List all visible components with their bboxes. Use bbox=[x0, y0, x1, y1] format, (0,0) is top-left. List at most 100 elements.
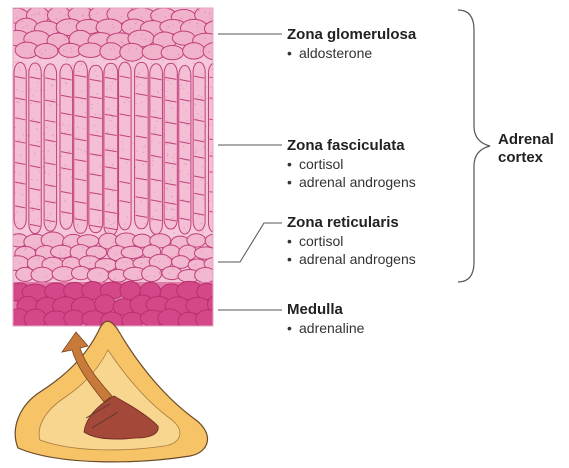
stipple-dot bbox=[27, 135, 28, 136]
stipple-dot bbox=[173, 45, 174, 46]
stipple-dot bbox=[26, 25, 27, 26]
stipple-dot bbox=[71, 51, 72, 52]
fasciculata-column bbox=[60, 64, 73, 229]
stipple-dot bbox=[15, 193, 16, 194]
stipple-dot bbox=[128, 61, 129, 62]
stipple-dot bbox=[172, 157, 173, 158]
adrenal-gland-illustration bbox=[15, 321, 207, 462]
stipple-dot bbox=[54, 30, 55, 31]
stipple-dot bbox=[58, 124, 59, 125]
stipple-dot bbox=[185, 164, 186, 165]
stipple-dot bbox=[207, 149, 208, 150]
stipple-dot bbox=[126, 99, 127, 100]
stipple-dot bbox=[96, 93, 97, 94]
stipple-dot bbox=[89, 262, 90, 263]
stipple-dot bbox=[100, 166, 101, 167]
stipple-dot bbox=[197, 186, 198, 187]
stipple-dot bbox=[75, 137, 76, 138]
stipple-dot bbox=[41, 140, 42, 141]
stipple-dot bbox=[178, 21, 179, 22]
stipple-dot bbox=[95, 70, 96, 71]
stipple-dot bbox=[210, 18, 211, 19]
stipple-dot bbox=[149, 111, 150, 112]
stipple-dot bbox=[42, 166, 43, 167]
stipple-dot bbox=[45, 276, 46, 277]
stipple-dot bbox=[107, 205, 108, 206]
stipple-dot bbox=[159, 273, 160, 274]
stipple-dot bbox=[99, 222, 100, 223]
fasciculata-column bbox=[179, 66, 191, 234]
stipple-dot bbox=[14, 145, 15, 146]
stipple-dot bbox=[39, 63, 40, 64]
stipple-dot bbox=[40, 127, 41, 128]
stipple-dot bbox=[153, 130, 154, 131]
stipple-dot bbox=[137, 277, 138, 278]
stipple-dot bbox=[172, 167, 173, 168]
stipple-dot bbox=[34, 271, 35, 272]
stipple-dot bbox=[197, 23, 198, 24]
stipple-dot bbox=[37, 82, 38, 83]
stipple-dot bbox=[158, 39, 159, 40]
zone-item: •cortisol bbox=[287, 232, 416, 250]
stipple-dot bbox=[176, 123, 177, 124]
stipple-dot bbox=[128, 49, 129, 50]
stipple-dot bbox=[108, 274, 109, 275]
stipple-dot bbox=[132, 61, 133, 62]
stipple-dot bbox=[205, 125, 206, 126]
stipple-dot bbox=[161, 80, 162, 81]
stipple-dot bbox=[61, 185, 62, 186]
stipple-dot bbox=[132, 263, 133, 264]
stipple-dot bbox=[153, 110, 154, 111]
stipple-dot bbox=[25, 248, 26, 249]
stipple-dot bbox=[67, 58, 68, 59]
stipple-dot bbox=[199, 268, 200, 269]
stipple-dot bbox=[81, 101, 82, 102]
stipple-dot bbox=[208, 242, 209, 243]
stipple-dot bbox=[110, 89, 111, 90]
stipple-dot bbox=[73, 149, 74, 150]
stipple-dot bbox=[18, 102, 19, 103]
stipple-dot bbox=[142, 34, 143, 35]
stipple-dot bbox=[48, 174, 49, 175]
stipple-dot bbox=[53, 262, 54, 263]
stipple-dot bbox=[65, 243, 66, 244]
glomerulosa-cell bbox=[161, 46, 183, 60]
stipple-dot bbox=[176, 219, 177, 220]
stipple-dot bbox=[176, 158, 177, 159]
stipple-dot bbox=[113, 268, 114, 269]
medulla-layer bbox=[7, 281, 228, 329]
stipple-dot bbox=[158, 236, 159, 237]
zone-item: •cortisol bbox=[287, 155, 416, 173]
stipple-dot bbox=[77, 226, 78, 227]
stipple-dot bbox=[67, 276, 68, 277]
stipple-dot bbox=[111, 248, 112, 249]
bullet-icon: • bbox=[287, 232, 299, 250]
stipple-dot bbox=[202, 166, 203, 167]
stipple-dot bbox=[153, 233, 154, 234]
stipple-dot bbox=[41, 89, 42, 90]
stipple-dot bbox=[112, 148, 113, 149]
stipple-dot bbox=[112, 191, 113, 192]
stipple-dot bbox=[154, 276, 155, 277]
stipple-dot bbox=[132, 143, 133, 144]
stipple-dot bbox=[145, 76, 146, 77]
stipple-dot bbox=[14, 235, 15, 236]
stipple-dot bbox=[182, 18, 183, 19]
stipple-dot bbox=[38, 258, 39, 259]
stipple-dot bbox=[100, 153, 101, 154]
stipple-dot bbox=[172, 196, 173, 197]
stipple-dot bbox=[145, 19, 146, 20]
stipple-dot bbox=[84, 215, 85, 216]
stipple-dot bbox=[65, 249, 66, 250]
reticularis-cell bbox=[194, 247, 217, 259]
stipple-dot bbox=[155, 181, 156, 182]
bullet-icon: • bbox=[287, 155, 299, 173]
stipple-dot bbox=[150, 41, 151, 42]
stipple-dot bbox=[179, 22, 180, 23]
stipple-dot bbox=[20, 70, 21, 71]
stipple-dot bbox=[108, 39, 109, 40]
zone-item: •adrenaline bbox=[287, 319, 364, 337]
reticularis-cell bbox=[87, 268, 108, 283]
stipple-dot bbox=[66, 83, 67, 84]
stipple-dot bbox=[189, 135, 190, 136]
